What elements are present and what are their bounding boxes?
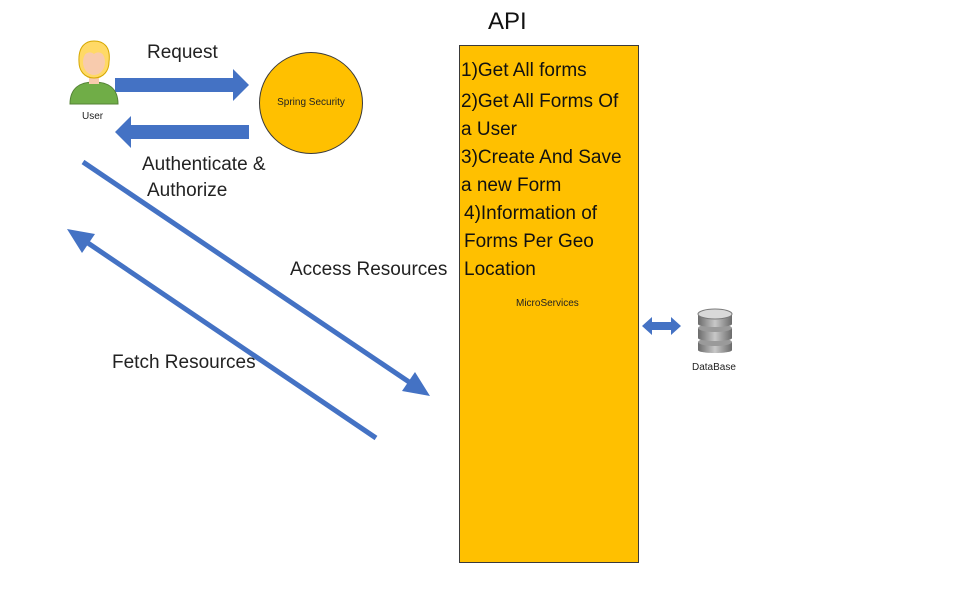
api-line: 1)Get All forms: [461, 60, 587, 81]
api-line: 4)Information of: [464, 203, 598, 224]
microservices-label: MicroServices: [516, 298, 579, 309]
database-label: DataBase: [692, 362, 736, 373]
access-resources-arrowhead: [402, 372, 430, 396]
api-line: a new Form: [461, 175, 562, 196]
authorize-label: Authorize: [147, 180, 228, 201]
user-icon: [69, 40, 119, 105]
fetch-resources-arrowhead: [67, 229, 95, 253]
access-resources-arrow-line: [81, 159, 417, 389]
fetch-resources-label: Fetch Resources: [112, 352, 256, 373]
api-line: 3)Create And Save: [461, 147, 622, 168]
api-line: Location: [464, 259, 536, 280]
user-label: User: [82, 111, 104, 122]
api-box: [459, 45, 639, 563]
database-icon: [697, 308, 733, 353]
api-line: Forms Per Geo: [464, 231, 594, 252]
api-title: API: [488, 8, 527, 35]
fetch-resources-arrow-line: [80, 236, 378, 441]
spring-security-label: Spring Security: [277, 97, 345, 108]
api-line: a User: [461, 119, 517, 140]
request-arrow: [115, 69, 249, 101]
api-line: 2)Get All Forms Of: [461, 91, 619, 112]
access-resources-label: Access Resources: [290, 259, 448, 280]
authorize-arrow: [115, 116, 249, 148]
request-label: Request: [147, 42, 218, 63]
spring-security-node: Spring Security: [259, 52, 363, 154]
database-link-arrow: [642, 317, 681, 335]
authenticate-label: Authenticate &: [142, 154, 266, 175]
